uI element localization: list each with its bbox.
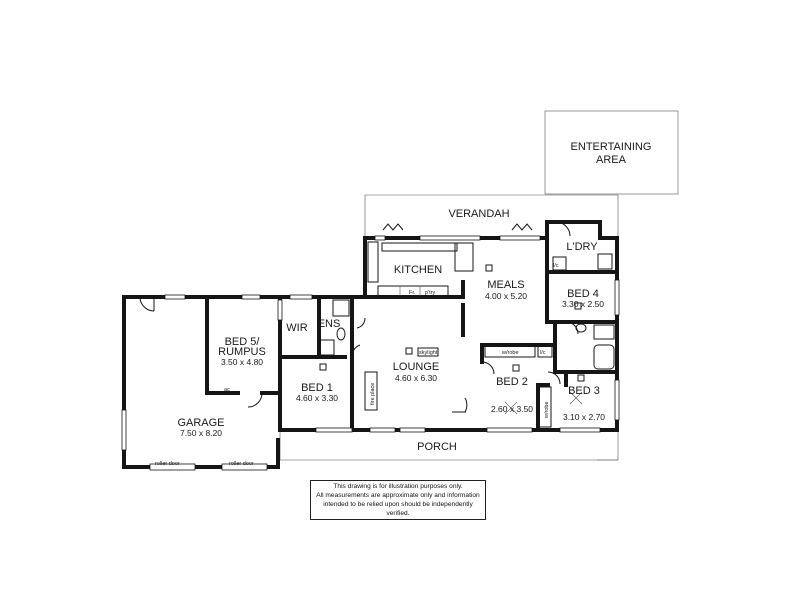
bed1-door-swing xyxy=(351,344,361,358)
entertaining-label-1: ENTERTAINING xyxy=(571,141,652,153)
disclaimer-line-3: intended to be relied upon should be ind… xyxy=(323,501,473,517)
bed2-door-swing xyxy=(481,361,495,375)
fridge-label: Fr. xyxy=(409,290,416,296)
roller-door-2-label: roller door xyxy=(229,461,254,467)
bed2-label: BED 2 xyxy=(496,376,528,388)
bed2-dims: 2.60 x 3.50 xyxy=(491,404,533,414)
laundry-tub xyxy=(597,253,613,270)
roller-door-2 xyxy=(221,463,268,471)
roller-door-1 xyxy=(149,463,196,471)
entertaining-area-outline xyxy=(544,110,679,195)
disclaimer-line-1: This drawing is for illustration purpose… xyxy=(333,483,463,490)
meals-label: MEALS xyxy=(487,279,524,291)
light-icon xyxy=(574,302,582,310)
ensuite-label: ENS xyxy=(318,318,341,330)
window xyxy=(164,294,186,300)
bed3-label: BED 3 xyxy=(568,385,600,397)
light-icon xyxy=(319,363,327,371)
sliding-door-meals xyxy=(511,223,533,231)
linen-label-hall: l/c xyxy=(540,350,546,356)
meals-dims: 4.00 x 5.20 xyxy=(485,291,527,301)
wardrobe-bed2-label: w/robe xyxy=(501,350,519,356)
ac-label: ac xyxy=(224,387,230,393)
bathroom-door-swing xyxy=(565,321,579,335)
bed1-dims: 4.60 x 3.30 xyxy=(296,393,338,403)
bed5-door-swing xyxy=(247,392,263,408)
roller-door-1-label: roller door xyxy=(155,461,180,467)
linen-label-laundry: l/c xyxy=(553,263,559,269)
light-icon xyxy=(405,347,413,355)
fireplace-label: fire place xyxy=(370,383,376,405)
bed5-label-1: BED 5/ xyxy=(225,336,261,348)
bed4-label: BED 4 xyxy=(567,288,599,300)
ensuite-vanity xyxy=(332,299,350,317)
sliding-door-kitchen xyxy=(382,223,404,231)
garage-dims: 7.50 x 8.20 xyxy=(180,428,222,438)
garage-walls xyxy=(122,295,282,469)
verandah-label: VERANDAH xyxy=(448,208,509,220)
entertaining-label-2: AREA xyxy=(596,154,627,166)
disclaimer-line-2: All measurements are approximate only an… xyxy=(316,492,480,499)
skylight xyxy=(417,347,439,357)
window xyxy=(241,294,261,300)
garage-door-swing xyxy=(139,296,155,312)
laundry-door-swing xyxy=(555,221,571,237)
wir-label: WIR xyxy=(286,322,307,334)
ensuite-toilet xyxy=(336,327,346,341)
ensuite-door-swing xyxy=(356,317,366,329)
disclaimer-box: This drawing is for illustration purpose… xyxy=(310,480,486,520)
garage-label: GARAGE xyxy=(177,417,224,429)
windows xyxy=(277,235,620,433)
skylight-label: skylight xyxy=(419,350,438,356)
light-icon xyxy=(512,364,520,372)
light-icon xyxy=(485,264,493,272)
porch-label: PORCH xyxy=(417,441,457,453)
front-door-swing xyxy=(464,397,468,413)
linen-cupboard-hall xyxy=(537,344,553,358)
kitchen-bench xyxy=(367,241,474,297)
lounge-dims: 4.60 x 6.30 xyxy=(395,373,437,383)
ensuite-shower xyxy=(319,339,335,356)
bathroom-bath xyxy=(593,344,615,370)
fireplace xyxy=(364,371,378,411)
wardrobe-bed3-label: w/robe xyxy=(544,401,550,419)
pantry-label: p'try xyxy=(425,290,435,296)
ceiling-fan-icon xyxy=(504,401,518,415)
bed3-dims: 3.10 x 2.70 xyxy=(563,412,605,422)
light-icon xyxy=(577,374,585,382)
bed5-label-2: RUMPUS xyxy=(218,346,266,358)
wardrobe-bed3 xyxy=(537,386,552,428)
linen-cupboard-laundry xyxy=(552,256,567,271)
bed5-dims: 3.50 x 4.80 xyxy=(221,357,263,367)
bathroom-shower xyxy=(593,324,615,340)
bed4-dims: 3.30 x 2.50 xyxy=(562,299,604,309)
wardrobe-bed2 xyxy=(484,344,536,358)
laundry-label: L'DRY xyxy=(566,241,598,253)
lounge-label: LOUNGE xyxy=(393,361,439,373)
bed3-door-swing xyxy=(547,371,561,385)
kitchen-label: KITCHEN xyxy=(394,264,442,276)
ceiling-fan-icon xyxy=(569,391,583,405)
bed1-label: BED 1 xyxy=(301,382,333,394)
window xyxy=(121,409,127,451)
